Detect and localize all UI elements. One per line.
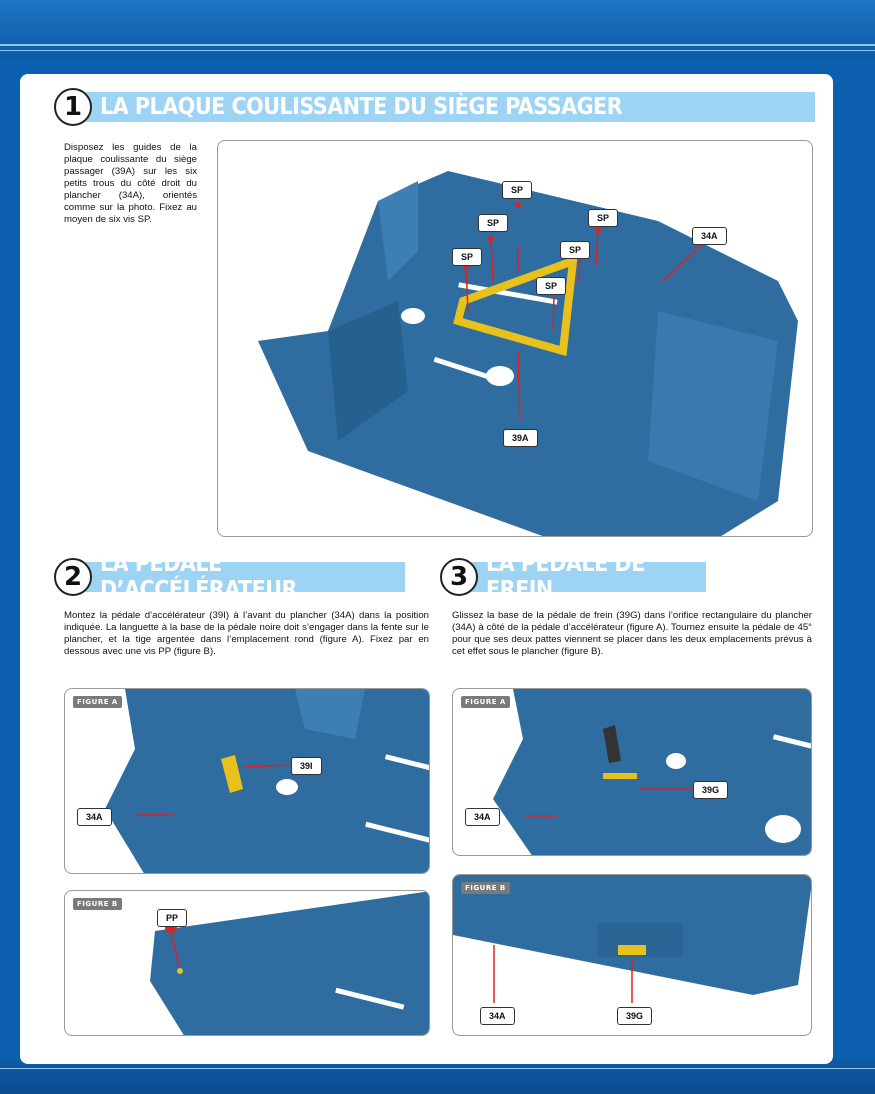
section-2-figure-a: FIGURE A 39I 34A [64,688,430,874]
section-2-text: Montez la pédale d’accélérateur (39I) à … [64,610,429,657]
brake-figure-b-drawing [453,875,811,1003]
header-stripe-thin [0,50,875,51]
section-2-header: 2 LA PÉDALE D’ACCÉLÉRATEUR [54,551,405,603]
footer-stripe [0,1068,875,1069]
label-39i: 39I [291,757,322,775]
accelerator-figure-b-drawing [150,891,429,1035]
section-3-title: LA PÉDALE DE FREIN [466,551,706,603]
step-number-1: 1 [54,88,92,126]
label-39g-b: 39G [617,1007,653,1025]
label-sp-6: SP [536,277,567,295]
accelerator-figure-a-drawing [105,689,429,873]
section-1-title: LA PLAQUE COULISSANTE DU SIÈGE PASSAGER [80,92,815,122]
section-3-figure-b: FIGURE B 34A 39G [452,874,812,1036]
section-3-header: 3 LA PÉDALE DE FREIN [440,551,706,603]
section-1-illustration: SP SP SP SP SP SP 34A 39A [217,140,813,537]
label-34a-3a: 34A [465,808,500,826]
section-2-figure-b: FIGURE B PP [64,890,430,1036]
label-39a: 39A [503,429,538,447]
step-number-2: 2 [54,558,92,596]
figure-a-tag-2: FIGURE A [73,696,122,708]
figure-b-tag-2: FIGURE B [73,898,122,910]
label-34a: 34A [692,227,727,245]
label-sp-5: SP [560,241,591,259]
figure-b-tag-3: FIGURE B [461,882,510,894]
header-band [0,0,875,60]
header-stripe [0,44,875,46]
section-2-title: LA PÉDALE D’ACCÉLÉRATEUR [80,551,405,603]
label-39g-a: 39G [693,781,729,799]
label-sp-4: SP [588,209,619,227]
step-number-3: 3 [440,558,478,596]
label-sp-1: SP [502,181,533,199]
floor-plate-drawing [258,171,798,536]
section-1-text: Disposez les guides de la plaque couliss… [64,142,197,225]
section-3-figure-a: FIGURE A 39G 34A [452,688,812,856]
section-1-header: 1 LA PLAQUE COULISSANTE DU SIÈGE PASSAGE… [54,88,815,126]
figure-a-tag-3: FIGURE A [461,696,510,708]
footer-band [0,1060,875,1094]
label-sp-3: SP [452,248,483,266]
label-34a-3b: 34A [480,1007,515,1025]
label-sp-2: SP [478,214,509,232]
label-pp: PP [157,909,188,927]
brake-figure-a-drawing [493,689,811,855]
section-3-text: Glissez la base de la pédale de frein (3… [452,610,812,657]
label-34a-2a: 34A [77,808,112,826]
